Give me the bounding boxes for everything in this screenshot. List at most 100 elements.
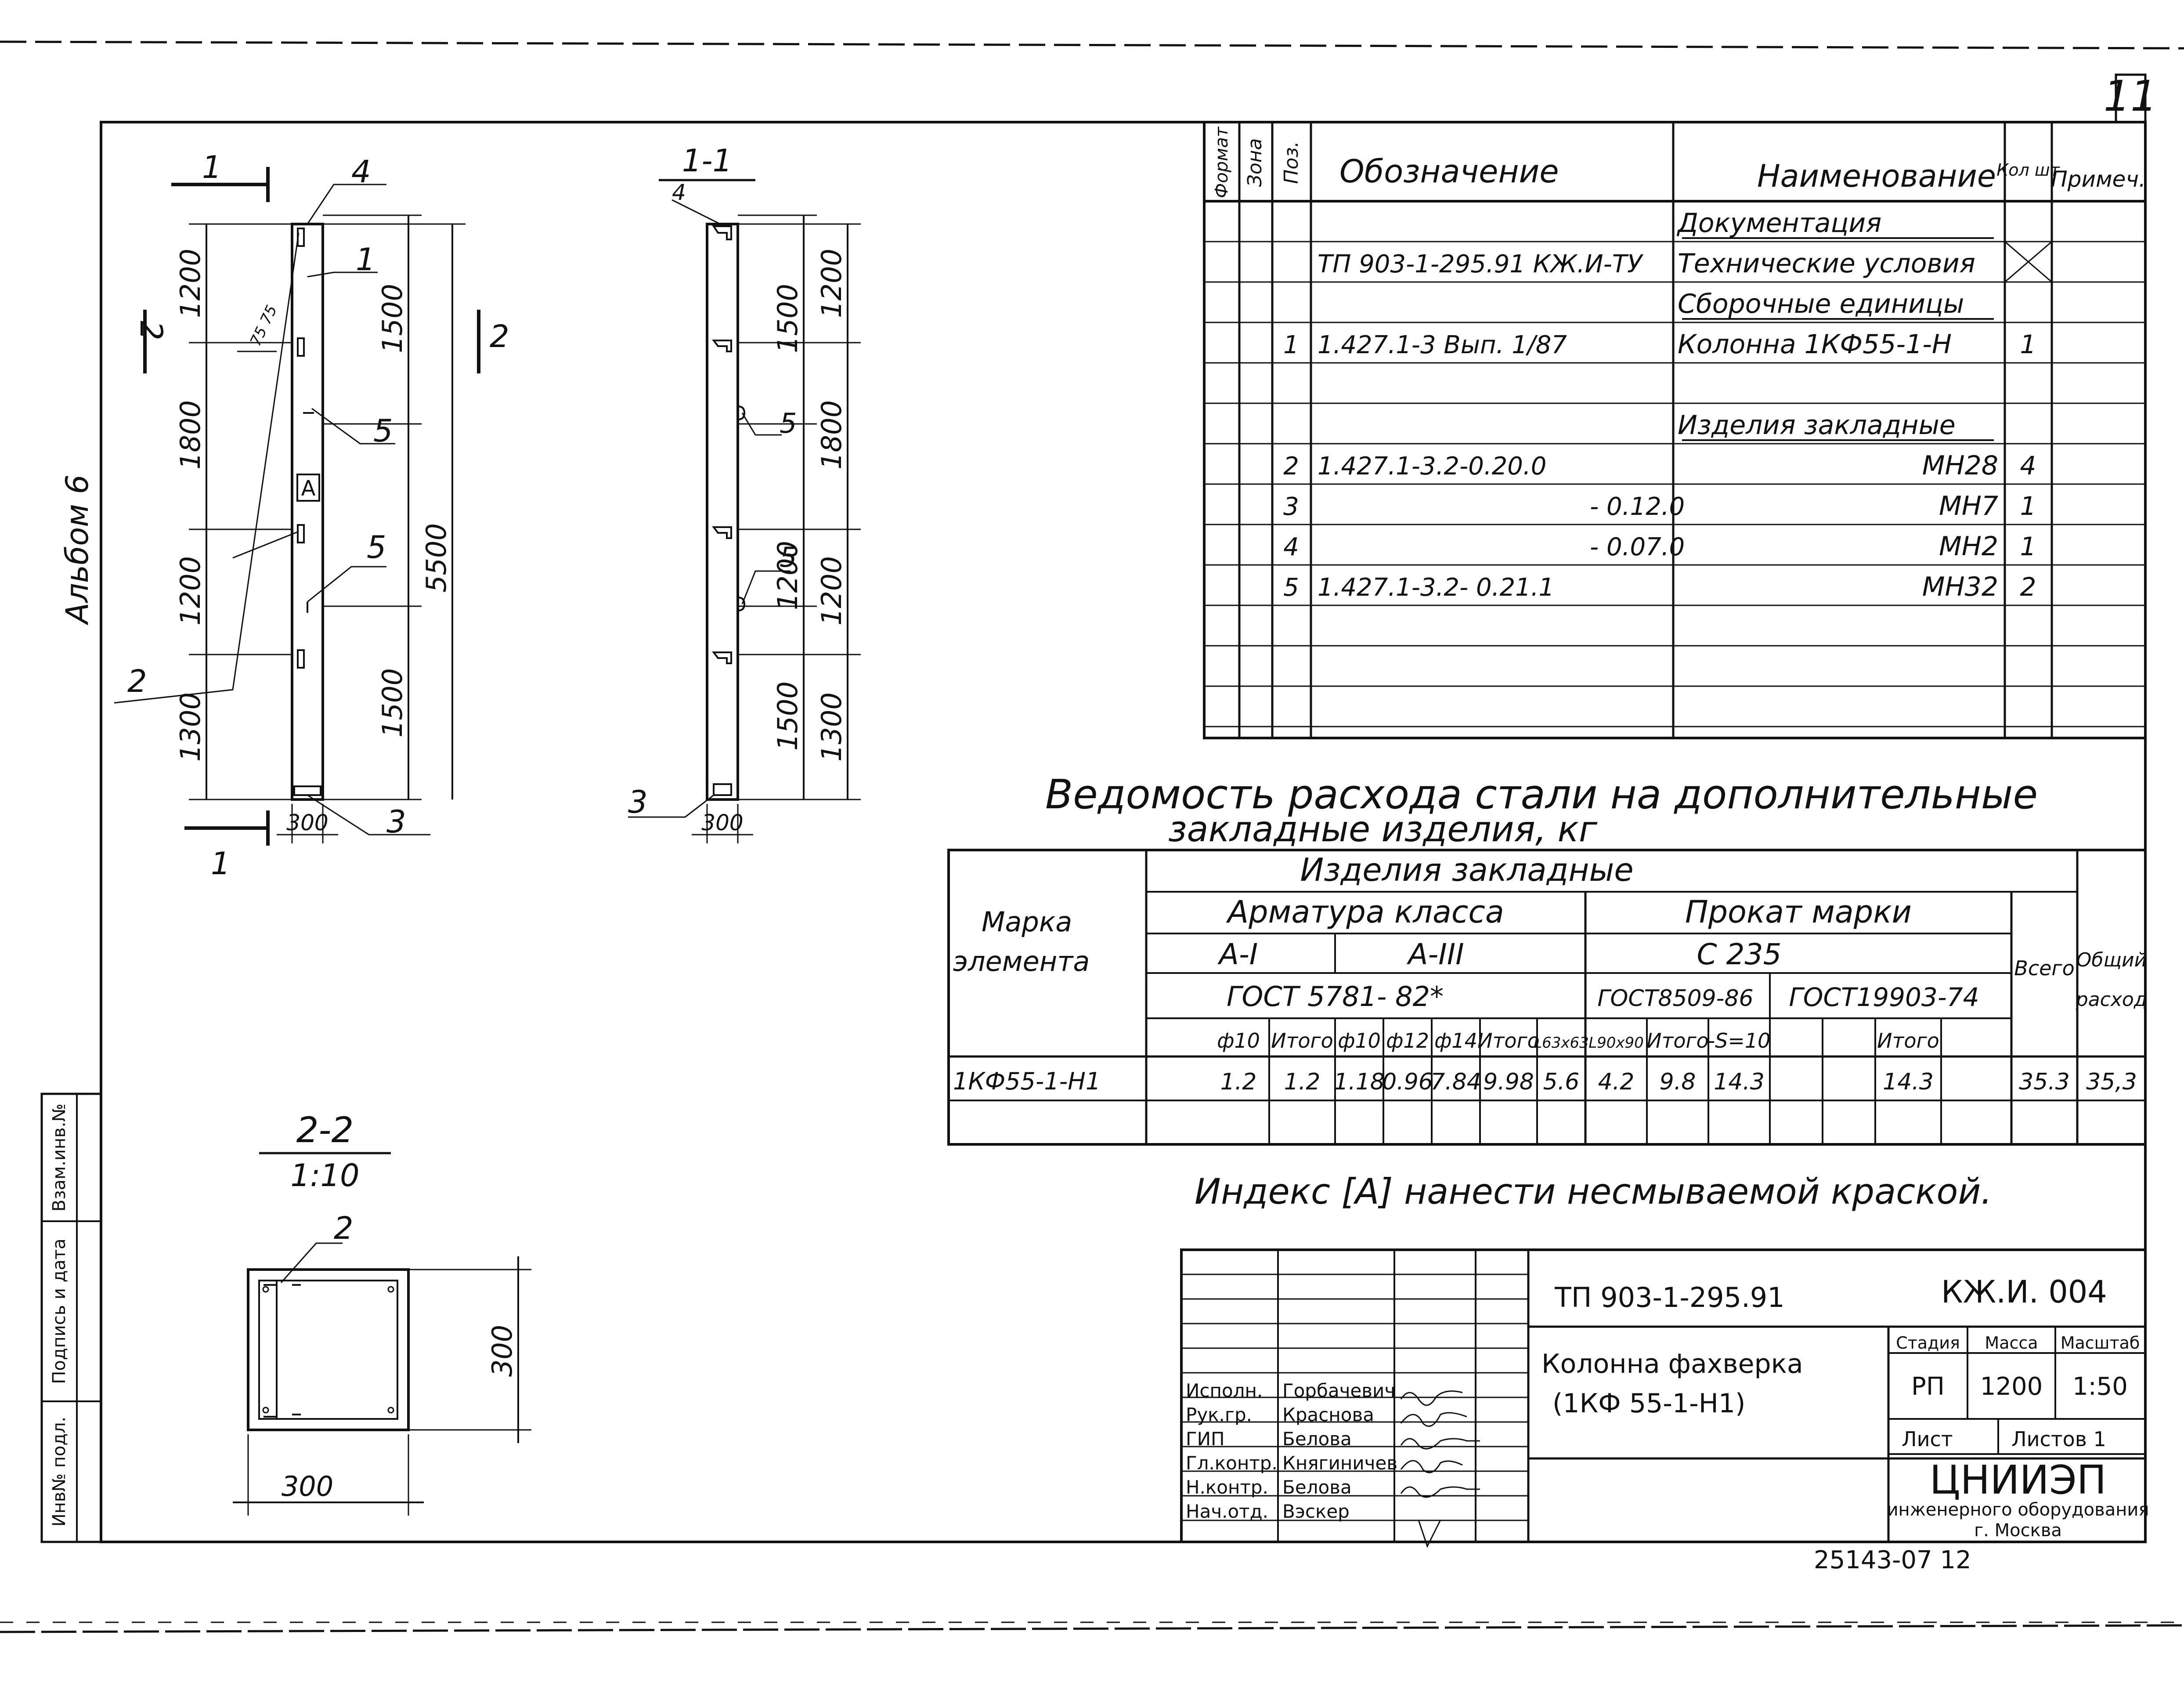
tb-listov: Листов 1 — [2011, 1427, 2106, 1451]
section-2-2-scale: 1:10 — [290, 1158, 359, 1194]
note-text: Индекс [А] нанести несмываемой краской. — [1195, 1171, 1992, 1212]
steel-row-value: 14.3 — [1714, 1069, 1765, 1095]
steel-h-gost8509: ГОСТ8509-86 — [1597, 985, 1753, 1012]
sec22-dim-height: 300 — [486, 1325, 518, 1377]
steel-row-value: 1.2 — [1220, 1069, 1257, 1095]
elev-dim-75-75: 75 75 — [247, 303, 281, 349]
tb-code: КЖ.И. 004 — [1941, 1274, 2107, 1310]
steel-h-armatura: Арматура класса — [1226, 894, 1504, 930]
elev-label-a-box — [296, 474, 320, 502]
tb-person: Белова — [1282, 1476, 1352, 1498]
spec-row-naim: МН32 — [1922, 572, 1998, 602]
elev-dim-1800: 1800 — [174, 400, 206, 470]
tb-role: ГИП — [1186, 1428, 1225, 1450]
elevation-view — [114, 167, 480, 846]
steel-row-value: 35,3 — [2086, 1069, 2137, 1095]
spec-row-naim: Сборочные единицы — [1678, 289, 1964, 319]
spec-row-kol: 4 — [2020, 451, 2036, 481]
spec-h-format: Формат — [1212, 126, 1232, 198]
spec-row-naim: МН2 — [1939, 531, 1998, 562]
elev-callout-1-bottom: 1 — [211, 846, 231, 882]
sec11-dim-1200b: 1200 — [816, 556, 848, 626]
steel-col-header: ф10 — [1338, 1029, 1381, 1053]
side-stamp: Инв№ подл. Подпись и дата Взам.инв.№ — [40, 1093, 102, 1543]
spec-h-naim: Наименование — [1757, 158, 1996, 194]
steel-row-value: 14.3 — [1883, 1069, 1934, 1095]
elev-dim-5500: 5500 — [420, 523, 452, 593]
sec11-callout-4: 4 — [672, 180, 686, 205]
elev-callout-2: 2 — [127, 663, 147, 699]
steel-col-header: -S=10 — [1708, 1029, 1771, 1053]
elev-callout-1-top: 1 — [202, 149, 222, 185]
steel-row-value: 5.6 — [1543, 1069, 1580, 1095]
spec-row-oboz: 1.427.1-3 Вып. 1/87 — [1318, 331, 1567, 359]
sheet-border — [100, 121, 2147, 1543]
elev-label-a: А — [301, 476, 316, 501]
section-2-2-view — [233, 1152, 531, 1516]
tb-person: Краснова — [1282, 1404, 1374, 1426]
spec-row-kol: 2 — [2020, 572, 2036, 602]
stamp-inv-podl: Инв№ подл. — [49, 1417, 69, 1527]
steel-table-frame — [947, 849, 2147, 1146]
title-block-row-lines — [1181, 1274, 1528, 1521]
steel-col-header: L63x63 — [1534, 1034, 1589, 1052]
spec-row-oboz: ТП 903-1-295.91 КЖ.И-ТУ — [1318, 250, 1644, 279]
steel-row-value: 1.18 — [1334, 1069, 1385, 1095]
steel-h-gost19903: ГОСТ19903-74 — [1789, 982, 1979, 1012]
spec-row-oboz: - 0.12.0 — [1590, 492, 1685, 521]
album-label: Альбом 6 — [59, 474, 95, 625]
steel-row-value: 4.2 — [1598, 1069, 1635, 1095]
elev-callout-3: 3 — [386, 804, 406, 840]
sec11-callout-3: 3 — [628, 784, 648, 820]
tb-person: Княгиничев — [1282, 1452, 1397, 1474]
elev-section-2-right: 2 — [490, 318, 509, 355]
spec-row-kol: 1 — [2020, 329, 2036, 359]
tb-h-stadia: Стадия — [1896, 1333, 1960, 1353]
top-edge-line — [0, 40, 2184, 50]
elev-callout-5a: 5 — [373, 413, 393, 449]
tb-name-1: Колонна фахверка — [1541, 1349, 1803, 1379]
steel-h-obsh-2: расход — [2076, 988, 2147, 1011]
sec11-callout-5b: 5 — [780, 541, 797, 573]
tb-footer-code: 25143-07 12 — [1814, 1546, 1971, 1574]
tb-role: Гл.контр. — [1186, 1452, 1278, 1474]
spec-h-zona: Зона — [1244, 138, 1266, 187]
sec11-dim-1200-inner: 1200 — [772, 541, 804, 610]
spec-row-poz: 4 — [1283, 533, 1299, 561]
spec-row-naim: МН7 — [1939, 491, 1998, 521]
elev-dim-1200b: 1200 — [174, 556, 206, 626]
spec-row-poz: 1 — [1283, 331, 1299, 359]
spec-h-poz: Поз. — [1280, 141, 1303, 184]
tb-massa: 1200 — [1980, 1372, 2043, 1401]
section-1-1-title: 1-1 — [682, 143, 732, 179]
spec-h-kol: Кол шт — [1996, 160, 2060, 180]
sheet-number: 11 — [2104, 72, 2157, 121]
steel-col-header: ф14 — [1434, 1029, 1477, 1053]
steel-row-value: 9.98 — [1483, 1069, 1534, 1095]
section-2-2-title: 2-2 — [296, 1110, 354, 1151]
tb-role: Н.контр. — [1186, 1476, 1268, 1498]
steel-title-line2: закладные изделия, кг — [1168, 809, 1598, 850]
steel-col-header: Итого — [1646, 1029, 1709, 1053]
steel-h-a1: А-I — [1217, 937, 1258, 971]
steel-title-line1: Ведомость расхода стали на дополнительны… — [1045, 771, 2038, 818]
sec11-callout-5a: 5 — [780, 407, 797, 439]
spec-row-oboz: - 0.07.0 — [1590, 533, 1685, 561]
elev-dim-1300: 1300 — [174, 692, 206, 762]
spec-table — [1203, 121, 2147, 739]
tb-h-masshtab: Масштаб — [2061, 1333, 2140, 1353]
elev-callout-1: 1 — [356, 242, 375, 278]
steel-row-value: 35.3 — [2019, 1069, 2070, 1095]
tb-person: Горбачевич — [1282, 1380, 1395, 1401]
bottom-edge-line — [0, 1624, 2184, 1633]
spec-h-oboz: Обозначение — [1339, 153, 1559, 190]
elev-dim-1200a: 1200 — [174, 249, 206, 318]
sec11-dim-1800: 1800 — [816, 400, 848, 470]
steel-h-prokat: Прокат марки — [1685, 894, 1912, 930]
steel-h-izdelia: Изделия закладные — [1300, 851, 1633, 888]
tb-role: Исполн. — [1186, 1380, 1263, 1401]
stamp-vzam-inv: Взам.инв.№ — [49, 1103, 69, 1212]
spec-row-naim: Колонна 1КФ55-1-Н — [1678, 329, 1952, 360]
